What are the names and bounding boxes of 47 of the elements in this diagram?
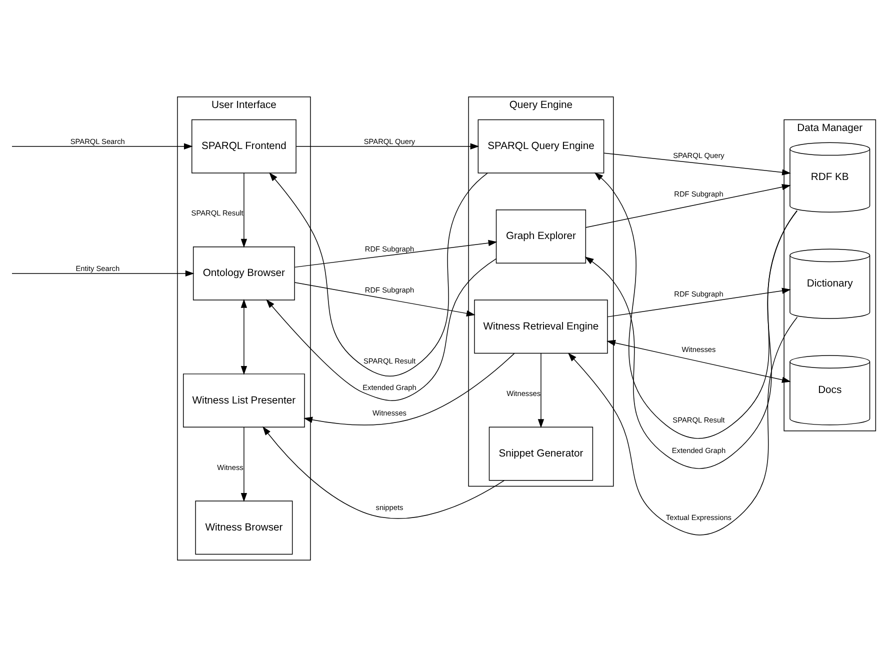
edge-label: SPARQL Result	[191, 208, 244, 218]
arrow	[304, 352, 515, 425]
edge-label: SPARQL Query	[673, 150, 724, 160]
edge-label: Entity Search	[76, 264, 120, 273]
arrow	[240, 426, 248, 502]
node-box: Witness Browser	[195, 500, 293, 554]
edge-label: RDF Subgraph	[674, 189, 724, 198]
node-box: SPARQL Query Engine	[478, 118, 604, 173]
edge-label: SPARQL Search	[70, 136, 125, 146]
arrow	[594, 172, 798, 438]
arrow	[568, 316, 798, 535]
arrow	[12, 142, 193, 149]
arrow	[266, 258, 497, 400]
edge-label: Textual Expressions	[666, 512, 732, 522]
arrow	[538, 352, 544, 428]
arrow	[607, 287, 791, 317]
edge-label: SPARQL Result	[363, 356, 416, 366]
edge-label: RDF Subgraph	[364, 244, 414, 253]
arrow	[296, 142, 480, 149]
node-box: SPARQL Frontend	[192, 118, 296, 173]
edge-label: Witnesses	[682, 344, 716, 354]
arrow	[585, 184, 791, 228]
edge-label: Witnesses	[372, 408, 407, 417]
edge-label: SPARQL Result	[672, 415, 725, 424]
node-box: Witness List Presenter	[183, 373, 305, 427]
edge-label: RDF Subgraph	[674, 288, 724, 298]
arrow	[262, 426, 504, 518]
arrow	[240, 298, 248, 374]
edge-label: snippets	[376, 502, 404, 512]
edge-label: Witnesses	[506, 388, 541, 398]
arrow	[294, 239, 498, 268]
edge-label: SPARQL Query	[364, 136, 416, 146]
node-box: Ontology Browser	[192, 246, 295, 300]
arrow	[240, 172, 248, 248]
arrow	[584, 210, 798, 468]
edge-label: Extended Graph	[672, 446, 726, 454]
node-box: Graph Explorer	[496, 209, 586, 263]
edge-label: RDF Subgraph	[364, 285, 414, 294]
arrow	[606, 339, 791, 382]
edge-label: Witness	[217, 462, 244, 472]
arrow	[604, 152, 791, 175]
arrow	[12, 270, 194, 276]
arrow	[269, 172, 488, 376]
edge-label: Extended Graph	[362, 382, 416, 392]
node-box: Snippet Generator	[488, 426, 594, 480]
arrow	[294, 282, 476, 316]
node-box: Witness Retrieval Engine	[474, 299, 608, 354]
